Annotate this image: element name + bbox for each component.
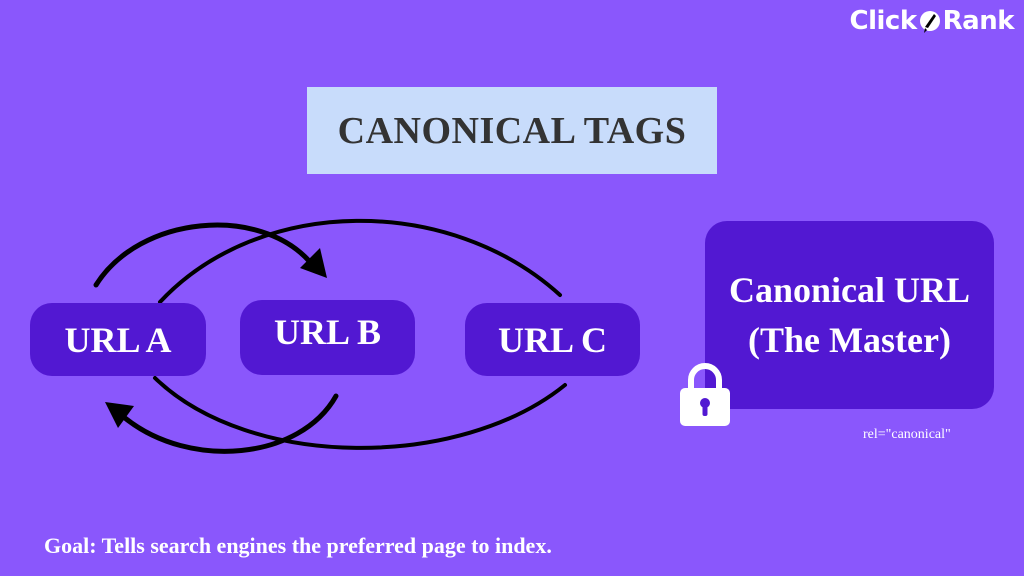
title-box: CANONICAL TAGS — [307, 87, 717, 174]
url-c-label: URL C — [497, 319, 608, 360]
url-a-node: URL A — [30, 303, 206, 376]
rel-canonical-label: rel="canonical" — [863, 427, 951, 442]
clickrank-logo: Click Rank — [849, 6, 1015, 36]
goal-text: Goal: Tells search engines the preferred… — [44, 533, 552, 558]
arc-a-to-b — [93, 222, 313, 288]
url-b-label: URL B — [273, 311, 382, 352]
arrowhead-to-b — [300, 248, 327, 278]
outer-arc-top — [158, 218, 562, 304]
canonical-subtitle: (The Master) — [748, 320, 951, 360]
rocket-logo-icon — [919, 11, 940, 33]
arrowhead-to-a — [105, 402, 134, 428]
logo-text-right: Rank — [942, 6, 1015, 36]
url-a-label: URL A — [64, 319, 172, 360]
url-b-node: URL B — [240, 300, 415, 375]
arc-b-to-a — [122, 393, 339, 454]
page-title: CANONICAL TAGS — [337, 109, 687, 152]
canonical-url-box: Canonical URL (The Master) — [705, 221, 994, 409]
outer-arc-bottom — [153, 376, 567, 450]
logo-text-left: Click — [849, 6, 918, 36]
canonical-title: Canonical URL — [728, 270, 971, 310]
url-c-node: URL C — [465, 303, 640, 376]
lock-icon — [680, 363, 730, 426]
